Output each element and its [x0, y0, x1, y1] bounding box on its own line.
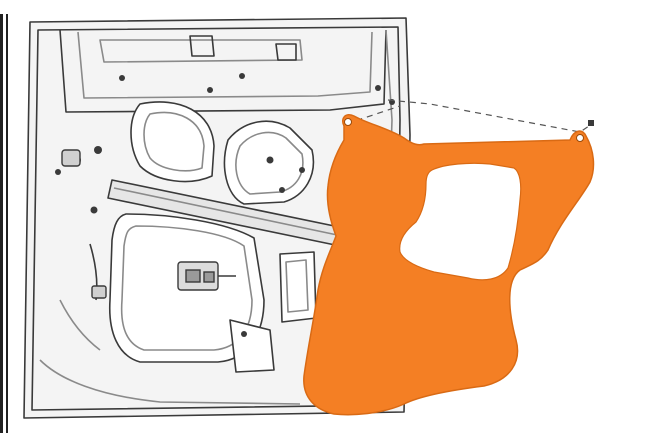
water-shield: [303, 114, 595, 416]
leader-dashed-line-upper: [345, 105, 401, 125]
left-frame-bars: [0, 14, 8, 433]
fastener-clip-icon: [61, 149, 107, 299]
shield-clip-icon: [588, 120, 594, 126]
leader-dashed-line: [387, 99, 593, 133]
water-shield-cutout: [399, 162, 522, 281]
door-latch-icon: [177, 261, 236, 291]
